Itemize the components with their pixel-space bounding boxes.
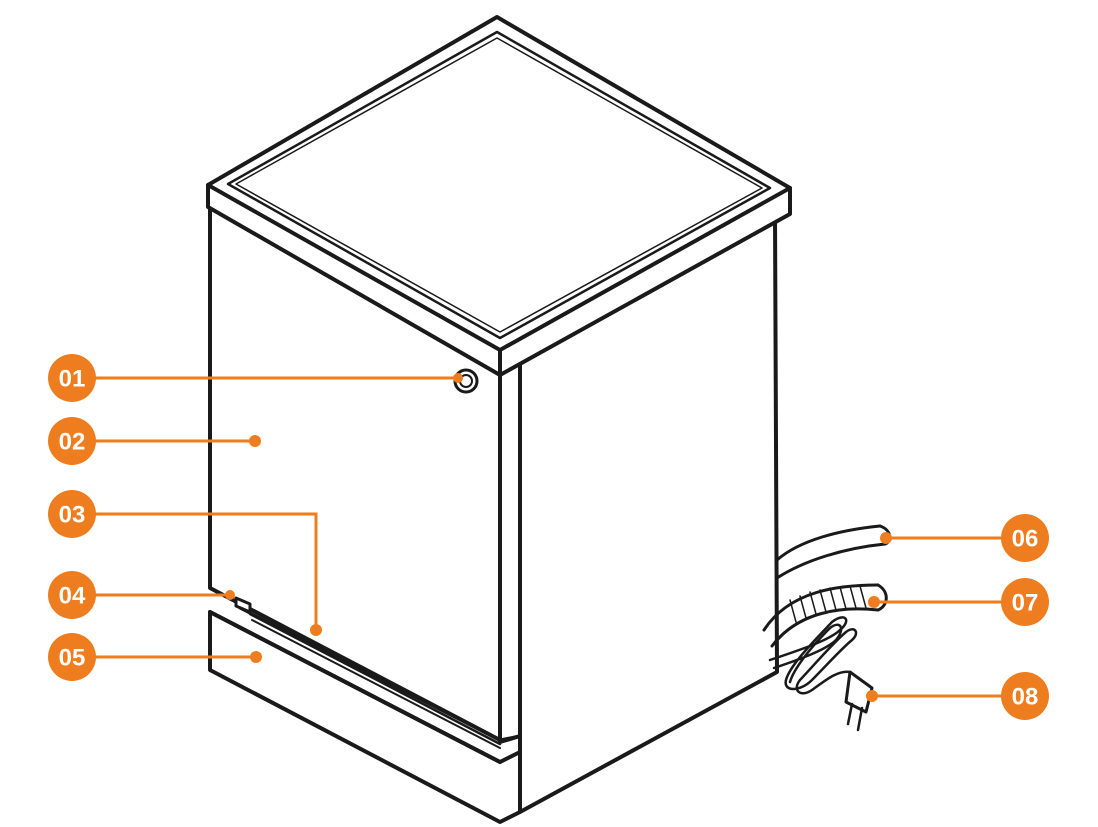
door-edge (498, 360, 522, 744)
drain-hose-2 (775, 542, 887, 580)
callout-label: 06 (1012, 526, 1039, 553)
inlet-hose-2 (770, 607, 880, 648)
leader-dot-01 (453, 373, 463, 383)
callout-03: 03 (48, 490, 96, 538)
callout-06: 06 (1001, 514, 1049, 562)
dishwasher-illustration (206, 15, 892, 824)
inlet-hose-ribs (789, 585, 867, 623)
drain-hose (775, 524, 882, 562)
inlet-hose (762, 583, 880, 632)
callout-label: 07 (1012, 590, 1039, 617)
callout-05: 05 (48, 633, 96, 681)
callout-badge (1001, 578, 1049, 626)
callouts: 01 02 03 04 05 06 07 08 (48, 354, 1049, 720)
callout-badge (48, 417, 96, 465)
callout-badge (48, 354, 96, 402)
power-plug (844, 670, 874, 714)
door-handle-strip (248, 612, 502, 746)
leader-line-03 (95, 512, 318, 630)
callout-04: 04 (48, 571, 96, 619)
callout-label: 05 (59, 645, 86, 672)
top-inner-outline-2 (235, 37, 763, 333)
leader-lines (95, 373, 1012, 702)
callout-badge (1001, 514, 1049, 562)
door-bottom-trim (238, 606, 522, 742)
plug-prong-2 (856, 706, 864, 732)
callout-label: 02 (59, 429, 86, 456)
leader-dot-07 (868, 596, 880, 608)
callout-07: 07 (1001, 578, 1049, 626)
top-inner-outline (226, 30, 772, 340)
leader-dot-05 (250, 651, 262, 663)
plug-prong-1 (846, 702, 854, 726)
callout-label: 04 (59, 583, 86, 610)
kick-plate-top-line (208, 610, 502, 764)
callout-badge (48, 571, 96, 619)
callout-01: 01 (48, 354, 96, 402)
top-slab (206, 15, 792, 377)
callout-badge (1001, 672, 1049, 720)
callout-label: 08 (1012, 684, 1039, 711)
leader-dot-02 (249, 435, 261, 447)
callout-badge (48, 633, 96, 681)
power-cord (768, 616, 858, 695)
door-latch (234, 596, 252, 614)
callout-label: 01 (59, 366, 86, 393)
callout-02: 02 (48, 417, 96, 465)
callout-label: 03 (59, 502, 86, 529)
leader-dot-06 (880, 532, 892, 544)
leader-dot-08 (866, 690, 878, 702)
inlet-hose-end (876, 583, 888, 612)
door-handle-strip-2 (251, 619, 501, 749)
leader-dot-04 (225, 590, 235, 600)
callout-badge (48, 490, 96, 538)
power-cord-2 (772, 623, 843, 684)
callout-08: 08 (1001, 672, 1049, 720)
leader-dot-03 (310, 624, 322, 636)
